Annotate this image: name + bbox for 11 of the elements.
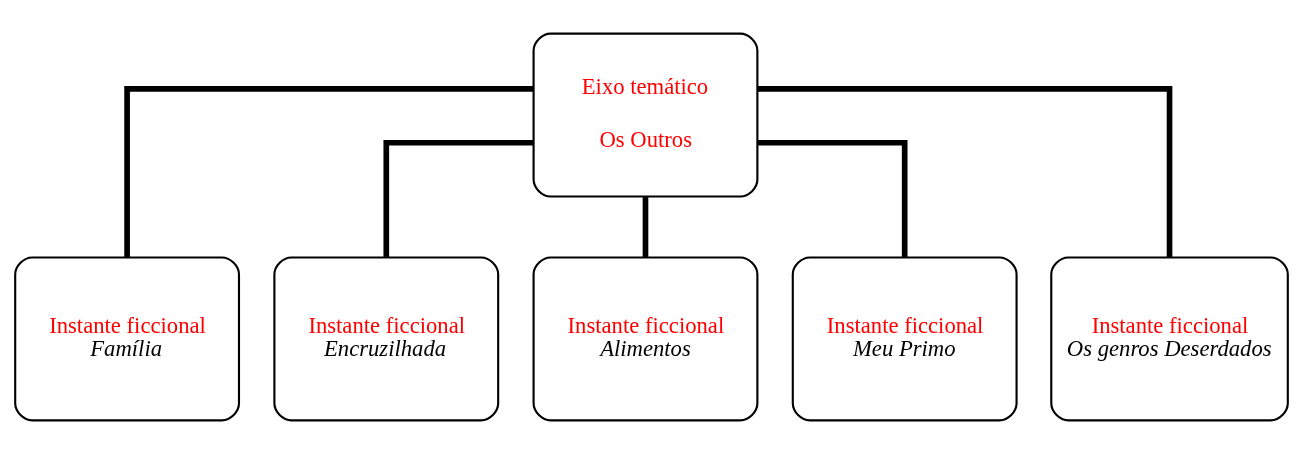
connector: [383, 139, 534, 258]
node-box: Instante ficcional Encruzilhada: [273, 256, 500, 422]
node-box: Instante ficcional Família: [14, 256, 241, 422]
connector: [757, 139, 908, 258]
node-box: Instante ficcional Os genros Deserdados: [1050, 256, 1289, 422]
connector: [642, 197, 649, 258]
node-box: Instante ficcional Alimentos: [532, 256, 759, 422]
node-box: Instante ficcional Meu Primo: [791, 256, 1018, 422]
node-box: Eixo temático Os Outros: [532, 32, 759, 198]
connector: [757, 86, 1173, 258]
connector: [124, 86, 533, 258]
